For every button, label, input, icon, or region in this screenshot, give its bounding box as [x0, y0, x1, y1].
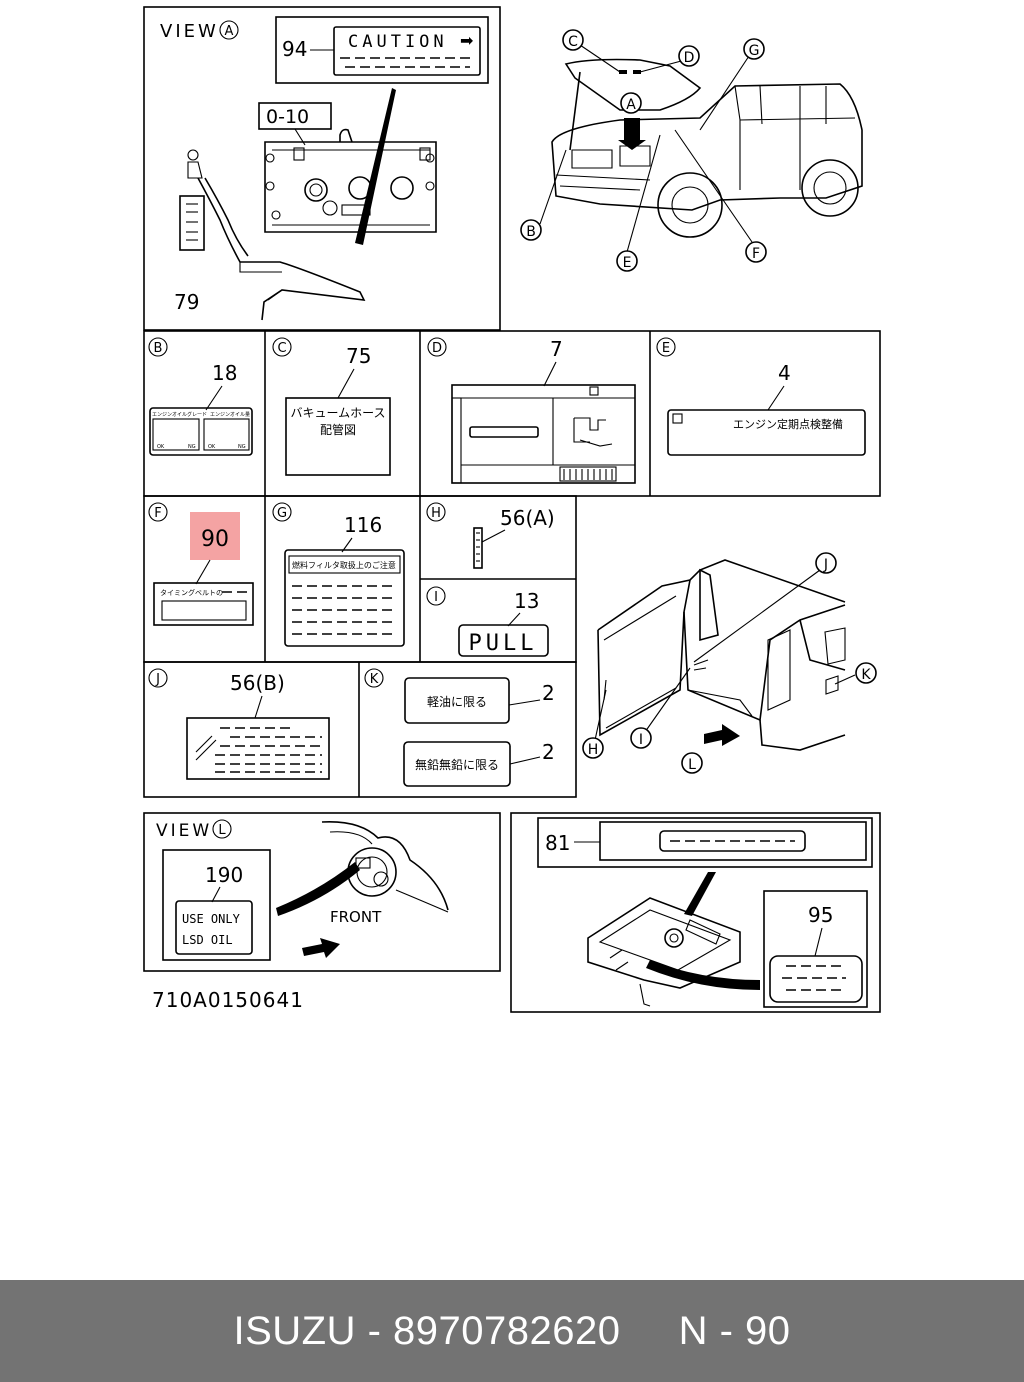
rear-callout-k: K — [861, 667, 871, 683]
panel-k: K 軽油に限る 2 無鉛無鉛に限る 2 — [364, 668, 555, 787]
panel-d: D 7 — [427, 337, 636, 484]
callout-81: 81 — [545, 831, 570, 855]
panel-c-line2: 配管図 — [320, 422, 356, 437]
panel-b-left-ok: OK — [157, 444, 165, 450]
panel-j: J 56(B) — [148, 668, 330, 780]
panel-f-text: タイミングベルトの — [160, 588, 223, 597]
panel-c-callout: 75 — [346, 344, 371, 368]
caution-text: CAUTION — [348, 32, 448, 52]
panel-k-callout-1: 2 — [542, 681, 555, 705]
rear-callout-i: I — [639, 732, 643, 748]
panel-g-text: 燃料フィルタ取扱上のご注意 — [292, 560, 396, 570]
vehicle-rear-illustration — [594, 559, 856, 751]
dipstick-tag — [179, 149, 366, 321]
view-l-letter: L — [218, 823, 226, 838]
callout-f-letter: F — [752, 246, 760, 262]
panel-k-text-2: 無鉛無鉛に限る — [415, 757, 499, 772]
panel-g: G 116 燃料フィルタ取扱上のご注意 — [272, 502, 405, 647]
panel-c: C 75 バキュームホース 配管図 — [272, 337, 391, 476]
panel-row-1 — [143, 330, 881, 497]
panel-k-letter: K — [370, 672, 379, 687]
rear-callout-h: H — [588, 742, 599, 758]
panel-c-line1: バキュームホース — [290, 406, 385, 420]
panel-c-letter: C — [277, 341, 286, 356]
panel-f-letter: F — [154, 506, 161, 521]
callout-95: 95 — [808, 903, 833, 927]
dipstick-callout: 79 — [174, 290, 199, 314]
panel-e-letter: E — [662, 341, 670, 356]
panel-b-letter: B — [154, 341, 163, 356]
panel-h-letter: H — [431, 506, 441, 521]
panel-g-letter: G — [277, 506, 287, 521]
panel-d-letter: D — [432, 341, 442, 356]
panel-h: H 56(A) — [426, 502, 555, 569]
panel-e-callout: 4 — [778, 361, 791, 385]
parts-diagram: VIEW A 94 CAUTION ➡ 0-10 — [143, 6, 881, 1013]
rear-callout-j: J — [823, 557, 828, 573]
callout-b-letter: B — [526, 224, 536, 240]
panel-j-callout: 56(B) — [230, 671, 285, 695]
view-a-letter: A — [225, 24, 234, 39]
view-l-line2: LSD OIL — [182, 933, 233, 947]
view-l-callout: 190 — [205, 863, 243, 887]
panel-b-right-ng: NG — [238, 444, 246, 450]
vehicle-front-illustration — [539, 44, 863, 253]
view-a-panel: VIEW A 94 CAUTION ➡ 0-10 — [143, 6, 501, 331]
panel-k-callout-2: 2 — [542, 740, 555, 764]
front-label: FRONT — [330, 908, 382, 926]
panel-d-callout: 7 — [550, 337, 563, 361]
highlight-box — [190, 512, 240, 560]
spare-panel: 81 95 — [510, 812, 881, 1013]
panel-b-right-top: エンジンオイル量 — [210, 411, 250, 418]
caution-callout: 94 — [282, 37, 307, 61]
callout-g-letter: G — [749, 43, 760, 59]
panel-i-letter: I — [434, 590, 438, 605]
panel-j-letter: J — [155, 672, 160, 687]
panel-e: E 4 エンジン定期点検整備 — [656, 337, 866, 456]
panel-f: F 90 タイミングベルトの — [148, 502, 254, 626]
view-l-panel: VIEW L 190 USE ONLY LSD OIL FRONT — [143, 812, 501, 972]
part-number-footer: ISUZU - 8970782620 N - 90 — [0, 1280, 1024, 1382]
footer-text: ISUZU - 8970782620 N - 90 — [233, 1308, 791, 1353]
vehicle-rear-callouts: J K H I L — [582, 552, 877, 774]
panel-row-3 — [143, 661, 577, 798]
panel-b-callout: 18 — [212, 361, 237, 385]
panel-i-text: PULL — [469, 631, 538, 656]
callout-e-letter: E — [623, 255, 632, 271]
panel-k-text-1: 軽油に限る — [427, 695, 487, 709]
engine-valve-cover — [264, 128, 437, 233]
panel-f-callout: 90 — [201, 527, 229, 552]
view-l-title: VIEW — [156, 821, 212, 841]
panel-i: I 13 PULL — [426, 586, 549, 657]
oil-grade-label: 0-10 — [266, 106, 309, 128]
panel-i-callout: 13 — [514, 589, 539, 613]
callout-a-letter: A — [626, 97, 636, 113]
panel-g-callout: 116 — [344, 513, 382, 537]
drawing-number: 710A0150641 — [152, 988, 304, 1012]
rear-callout-l: L — [688, 757, 696, 773]
panel-b-right-ok: OK — [208, 444, 216, 450]
vehicle-front-callouts: C D G A B E F — [520, 29, 767, 272]
panel-b-left-top: エンジンオイルグレード — [152, 411, 207, 418]
caution-arrow-icon: ➡ — [460, 31, 473, 50]
panel-h-callout: 56(A) — [500, 506, 555, 530]
view-l-line1: USE ONLY — [182, 912, 241, 926]
panel-e-text: エンジン定期点検整備 — [733, 417, 843, 431]
view-a-title: VIEW — [160, 21, 219, 42]
panel-b-left-ng: NG — [188, 444, 196, 450]
callout-d-letter: D — [684, 50, 695, 66]
panel-b: B 18 エンジンオイルグレード エンジンオイル量 OK NG OK NG — [148, 337, 253, 456]
callout-c-letter: C — [568, 34, 578, 50]
